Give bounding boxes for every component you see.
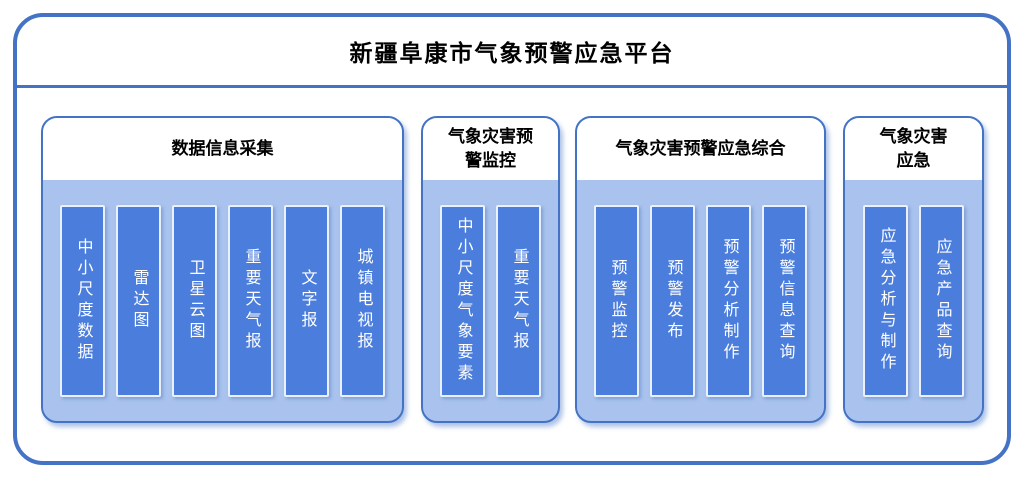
module-body: 中小尺度数据 雷达图 卫星云图 重要天气报 文字报 城镇电视报 (43, 180, 402, 421)
module-data-collection: 数据信息采集 中小尺度数据 雷达图 卫星云图 重要天气报 文字报 城镇电视报 (41, 116, 404, 423)
submodule-item: 重要天气报 (496, 204, 541, 397)
module-header: 气象灾害预警应急综合 (577, 118, 824, 180)
submodule-item: 应急产品查询 (919, 204, 964, 397)
submodule-item: 中小尺度气象要素 (440, 204, 485, 397)
module-body: 中小尺度气象要素 重要天气报 (423, 180, 558, 421)
modules-area: 数据信息采集 中小尺度数据 雷达图 卫星云图 重要天气报 文字报 城镇电视报 气… (17, 88, 1007, 458)
submodule-item: 预警分析制作 (706, 204, 751, 397)
submodule-item: 中小尺度数据 (60, 204, 105, 397)
module-header: 气象灾害预 警监控 (423, 118, 558, 180)
platform-title: 新疆阜康市气象预警应急平台 (349, 40, 675, 66)
submodule-item: 应急分析与制作 (863, 204, 908, 397)
module-header: 数据信息采集 (43, 118, 402, 180)
module-warning-monitoring: 气象灾害预 警监控 中小尺度气象要素 重要天气报 (421, 116, 560, 423)
submodule-item: 重要天气报 (228, 204, 273, 397)
submodule-item: 预警信息查询 (762, 204, 807, 397)
submodule-item: 预警发布 (650, 204, 695, 397)
submodule-item: 城镇电视报 (340, 204, 385, 397)
submodule-item: 卫星云图 (172, 204, 217, 397)
submodule-item: 雷达图 (116, 204, 161, 397)
module-body: 预警监控 预警发布 预警分析制作 预警信息查询 (577, 180, 824, 421)
module-disaster-emergency: 气象灾害 应急 应急分析与制作 应急产品查询 (843, 116, 984, 423)
submodule-item: 文字报 (284, 204, 329, 397)
module-header: 气象灾害 应急 (845, 118, 982, 180)
title-band: 新疆阜康市气象预警应急平台 (17, 17, 1007, 88)
module-warning-emergency-comprehensive: 气象灾害预警应急综合 预警监控 预警发布 预警分析制作 预警信息查询 (575, 116, 826, 423)
module-body: 应急分析与制作 应急产品查询 (845, 180, 982, 421)
submodule-item: 预警监控 (594, 204, 639, 397)
platform-frame: 新疆阜康市气象预警应急平台 数据信息采集 中小尺度数据 雷达图 卫星云图 重要天… (13, 13, 1011, 465)
